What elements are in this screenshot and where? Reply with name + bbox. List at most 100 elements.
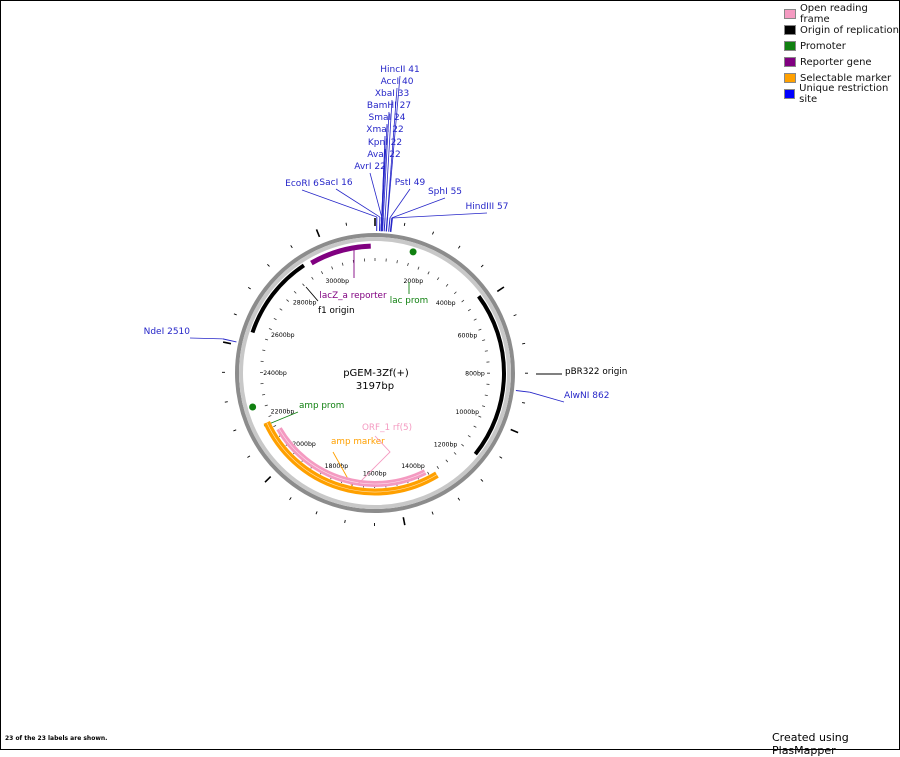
alwni-862-leader	[530, 392, 564, 402]
tick-label: 1000bp	[456, 409, 480, 416]
legend-item-reporter: Reporter gene	[784, 54, 900, 70]
psti-49-site-mark	[389, 218, 390, 232]
saci-16-label: SacI 16	[319, 178, 352, 188]
inner-tick-mark	[428, 472, 429, 475]
inner-tick-mark	[485, 351, 488, 352]
sphi-55-leader	[392, 198, 445, 218]
outer-tick-mark	[500, 457, 502, 459]
outer-tick-mark	[497, 287, 504, 291]
outer-tick-mark	[223, 342, 231, 344]
inner-tick-mark	[274, 318, 277, 319]
inner-tick-mark	[482, 340, 485, 341]
ecori-6-leader	[302, 190, 377, 217]
ecori-6-label: EcoRI 6	[285, 179, 319, 189]
alwni-862-label: AlwNI 862	[564, 391, 609, 401]
legend-item-restriction: Unique restriction site	[784, 86, 900, 102]
plasmid-name: pGEM-3Zf(+)	[343, 368, 409, 379]
f1-origin-label: f1 origin	[318, 306, 355, 316]
bamhi-27-label: BamHI 27	[367, 101, 411, 111]
outer-tick-mark	[265, 477, 271, 483]
inner-tick-mark	[269, 328, 272, 329]
outer-tick-mark	[404, 223, 405, 226]
avri-22-leader	[370, 173, 382, 217]
inner-tick-mark	[397, 260, 398, 263]
plasmapper-credit: Created using PlasMapper	[772, 731, 900, 757]
outer-tick-mark	[514, 315, 517, 316]
inner-tick-mark	[332, 267, 333, 270]
legend-swatch-origin	[784, 25, 796, 35]
alwni-862-site-mark	[516, 390, 530, 392]
inner-tick-mark	[468, 435, 470, 437]
tick-label: 200bp	[403, 278, 423, 285]
outer-tick-mark	[458, 246, 460, 248]
outer-tick-mark	[481, 479, 483, 481]
inner-tick-mark	[478, 416, 481, 417]
inner-tick-mark	[461, 444, 463, 446]
tick-label: 3000bp	[325, 278, 349, 285]
outer-tick-mark	[233, 430, 236, 431]
inner-tick-mark	[286, 300, 288, 302]
lac-prom-label: lac prom	[390, 296, 428, 306]
avri-22-label: AvrI 22	[354, 162, 386, 172]
outer-tick-mark	[511, 430, 518, 433]
outer-tick-mark	[481, 265, 483, 267]
legend-swatch-orf	[784, 9, 796, 19]
legend-item-promoter: Promoter	[784, 38, 900, 54]
saci-16-leader	[336, 189, 380, 217]
inner-tick-mark	[342, 263, 343, 266]
inner-tick-mark	[446, 284, 448, 286]
amp-prom-arrow	[249, 403, 256, 410]
acci-40-label: AccI 40	[381, 77, 414, 87]
outer-tick-mark	[225, 402, 228, 403]
legend: Open reading frame Origin of replication…	[784, 6, 900, 102]
outer-tick-mark	[316, 511, 317, 514]
outer-tick-mark	[458, 498, 460, 500]
inner-tick-mark	[303, 284, 305, 286]
legend-swatch-reporter	[784, 57, 796, 67]
inner-tick-mark	[474, 319, 477, 320]
tick-label: 2400bp	[263, 370, 287, 377]
xmai-22-label: XmaI 22	[366, 125, 403, 135]
outer-tick-mark	[248, 287, 250, 289]
inner-tick-mark	[294, 291, 296, 293]
inner-tick-mark	[280, 309, 282, 311]
inner-tick-mark	[437, 277, 439, 279]
lacz-a-reporter-label: lacZ_a reporter	[319, 291, 387, 301]
legend-label-orf: Open reading frame	[800, 3, 900, 25]
legend-item-orf: Open reading frame	[784, 6, 900, 22]
outer-tick-mark	[290, 497, 292, 499]
labels-shown-note: 23 of the 23 labels are shown.	[5, 735, 107, 742]
outer-tick-mark	[345, 520, 346, 523]
sphi-55-label: SphI 55	[428, 187, 462, 197]
outer-tick-mark	[522, 403, 525, 404]
inner-tick-mark	[312, 277, 314, 280]
legend-swatch-selectable	[784, 73, 796, 83]
tick-label: 400bp	[436, 300, 456, 307]
tick-label: 2200bp	[271, 408, 295, 415]
tick-label: 2600bp	[271, 332, 295, 339]
legend-swatch-promoter	[784, 41, 796, 51]
inner-tick-mark	[462, 300, 464, 302]
inner-tick-mark	[454, 292, 456, 294]
tick-label: 1200bp	[434, 441, 458, 448]
legend-label-reporter: Reporter gene	[800, 57, 872, 68]
legend-label-selectable: Selectable marker	[800, 73, 891, 84]
outer-tick-mark	[432, 512, 433, 515]
xbai-33-label: XbaI 33	[375, 89, 409, 99]
inner-tick-mark	[468, 309, 470, 311]
outer-tick-mark	[291, 245, 293, 248]
psti-49-leader	[390, 189, 410, 218]
outer-tick-mark	[346, 223, 347, 226]
plasmid-size: 3197bp	[356, 381, 394, 392]
ndei-2510-label: NdeI 2510	[144, 327, 191, 337]
outer-tick-mark	[234, 314, 237, 315]
outer-tick-mark	[403, 517, 405, 525]
tick-label: 600bp	[458, 332, 478, 339]
inner-tick-mark	[265, 339, 268, 340]
lac-prom-arrow	[410, 248, 417, 255]
inner-tick-mark	[428, 272, 429, 275]
inner-tick-mark	[418, 267, 419, 270]
tick-label: 800bp	[465, 371, 485, 378]
